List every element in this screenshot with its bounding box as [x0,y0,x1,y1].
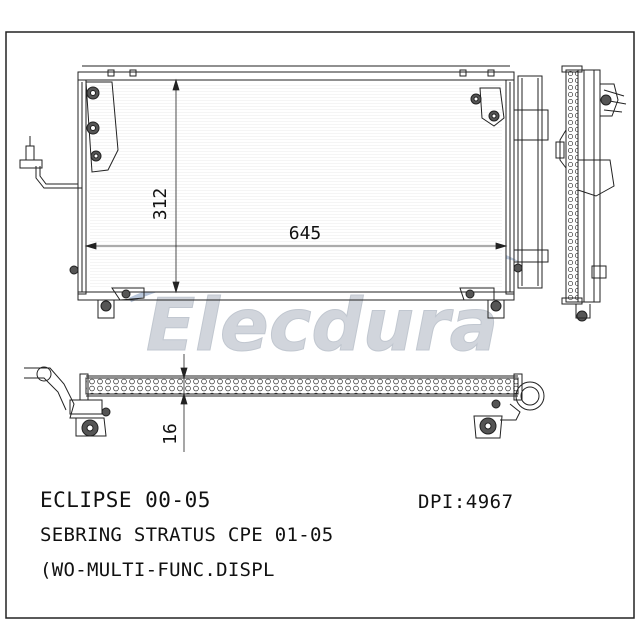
watermark-logo: Elecdura [146,283,498,367]
thickness-dimension-label: 16 [160,423,181,445]
drawing-frame [5,31,635,619]
top-view [24,366,545,439]
thickness-dimension [180,354,188,452]
height-dimension-label: 312 [150,188,171,221]
side-view [555,65,627,322]
dpi-part-number: DPI:4967 [418,491,514,513]
width-dimension-label: 645 [289,223,322,244]
width-dimension [84,242,508,250]
fitment-note: (WO-MULTI-FUNC.DISPL [40,559,275,581]
fitment-label: SEBRING STRATUS CPE 01-05 [40,524,334,546]
front-view [19,65,549,319]
height-dimension [172,78,180,294]
model-label: ECLIPSE 00-05 [40,488,211,512]
